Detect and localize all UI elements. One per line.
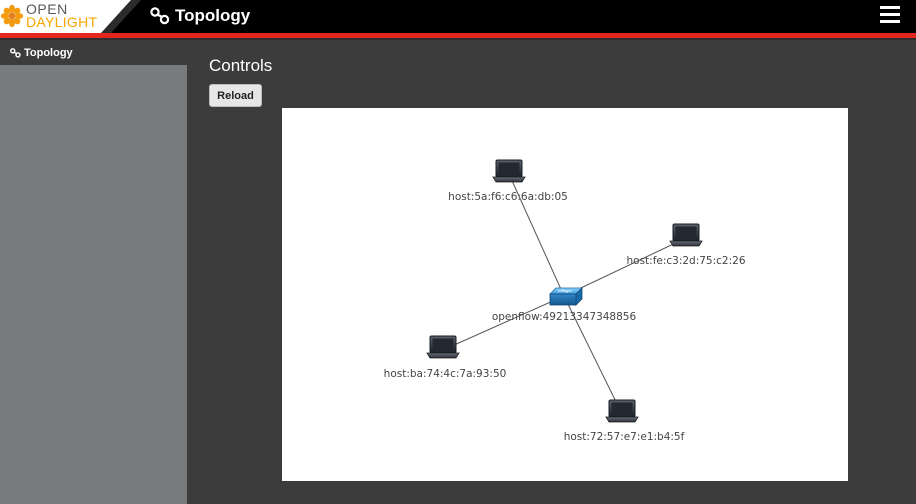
logo-flower-icon — [0, 4, 24, 28]
laptop-icon — [605, 399, 639, 423]
logo-text: OPEN DAYLIGHT — [26, 1, 98, 30]
switch-label: openflow:49213347348856 — [492, 311, 637, 323]
sidebar: Topology — [0, 40, 187, 504]
header-accent-bar — [0, 33, 916, 38]
sidebar-item-topology[interactable]: Topology — [0, 40, 187, 65]
topology-graph: openflow:49213347348856 host:5a:f6:c6:6a… — [384, 159, 746, 443]
link-switch-host-4 — [563, 295, 623, 415]
host-label-3: host:ba:74:4c:7a:93:50 — [384, 368, 507, 380]
host-label-4: host:72:57:e7:e1:b4:5f — [564, 431, 685, 443]
link-switch-host-2 — [563, 237, 687, 297]
host-node-4[interactable]: host:72:57:e7:e1:b4:5f — [564, 399, 685, 443]
controls-heading: Controls — [209, 56, 273, 75]
page-title: Topology — [150, 5, 250, 27]
reload-button[interactable]: Reload — [209, 84, 262, 107]
host-node-1[interactable]: host:5a:f6:c6:6a:db:05 — [448, 159, 568, 203]
laptop-icon — [426, 335, 460, 359]
host-label-2: host:fe:c3:2d:75:c2:26 — [626, 255, 745, 267]
host-label-1: host:5a:f6:c6:6a:db:05 — [448, 191, 568, 203]
logo-open-text: OPEN — [26, 1, 68, 17]
laptop-icon — [669, 223, 703, 247]
logo-background-shape — [0, 0, 135, 33]
sidebar-item-label: Topology — [24, 46, 73, 59]
host-node-3[interactable]: host:ba:74:4c:7a:93:50 — [384, 335, 507, 380]
host-node-2[interactable]: host:fe:c3:2d:75:c2:26 — [626, 223, 746, 267]
link-switch-host-1 — [508, 173, 565, 297]
topology-icon — [10, 47, 21, 58]
page-title-text: Topology — [175, 6, 251, 25]
switch-node[interactable]: openflow:49213347348856 — [492, 287, 637, 323]
opendaylight-logo[interactable]: OPEN DAYLIGHT — [0, 0, 135, 33]
switch-icon — [549, 287, 583, 306]
top-header: OPEN DAYLIGHT Topology — [0, 0, 916, 33]
header-slant-divider — [101, 0, 141, 33]
hamburger-menu-icon[interactable] — [880, 6, 902, 25]
topology-canvas[interactable]: openflow:49213347348856 host:5a:f6:c6:6a… — [282, 108, 848, 481]
laptop-icon — [492, 159, 526, 183]
logo-daylight-text: DAYLIGHT — [26, 14, 98, 30]
topology-icon — [150, 7, 170, 25]
header-sub-bar — [0, 38, 916, 40]
link-switch-host-3 — [442, 295, 565, 351]
